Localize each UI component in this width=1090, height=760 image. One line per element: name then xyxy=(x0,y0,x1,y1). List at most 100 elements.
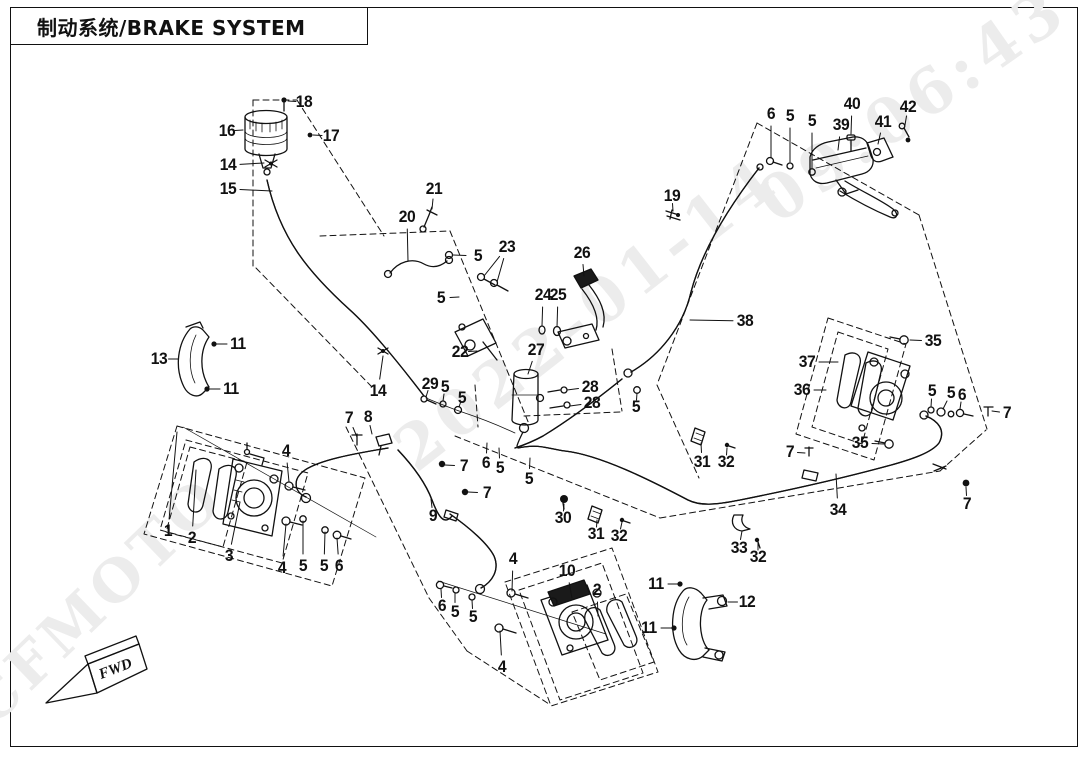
leader-line xyxy=(636,392,638,401)
part-label-6: 6 xyxy=(766,104,776,123)
watermark-time: 09:06:43 xyxy=(744,0,1081,238)
disc-guard-bracket-12 xyxy=(671,581,728,662)
part-label-5: 5 xyxy=(450,602,460,621)
part-label-34: 34 xyxy=(829,500,847,519)
part-label-38: 38 xyxy=(736,311,754,330)
part-label-14: 14 xyxy=(219,155,237,174)
part-label-7: 7 xyxy=(344,408,354,427)
part-label-5: 5 xyxy=(319,556,329,575)
part-label-5: 5 xyxy=(473,246,483,265)
leader-line xyxy=(596,519,598,528)
part-label-7: 7 xyxy=(482,483,492,502)
part-label-5: 5 xyxy=(298,556,308,575)
fwd-label: FWD xyxy=(96,656,135,684)
leader-line xyxy=(877,132,881,145)
disc-guard-bracket-13 xyxy=(177,321,217,397)
part-label-4: 4 xyxy=(508,549,518,568)
leader-line xyxy=(467,491,478,493)
leader-line xyxy=(449,296,460,298)
leader-line xyxy=(282,523,287,557)
leader-line xyxy=(700,442,702,453)
leader-line xyxy=(483,255,501,277)
leader-line xyxy=(286,462,290,483)
leader-line xyxy=(440,588,442,598)
part-label-8: 8 xyxy=(363,407,373,426)
part-label-30: 30 xyxy=(554,508,572,527)
part-label-22: 22 xyxy=(451,342,469,361)
pipe-and-fittings xyxy=(383,206,509,292)
part-label-26: 26 xyxy=(573,243,591,262)
part-label-1: 1 xyxy=(163,521,173,540)
part-label-9: 9 xyxy=(428,506,438,525)
part-label-32: 32 xyxy=(749,547,767,566)
part-label-5: 5 xyxy=(946,383,956,402)
part-label-28: 28 xyxy=(583,393,601,412)
leader-line xyxy=(471,599,473,609)
part-label-35: 35 xyxy=(924,331,942,350)
rear-master-cylinder-assembly xyxy=(454,268,605,434)
part-label-2: 2 xyxy=(592,580,602,599)
part-label-31: 31 xyxy=(693,452,711,471)
part-label-27: 27 xyxy=(527,340,545,359)
part-label-24: 24 xyxy=(534,285,552,304)
leader-line xyxy=(942,400,948,410)
part-label-5: 5 xyxy=(785,106,795,125)
part-label-4: 4 xyxy=(497,657,507,676)
part-label-37: 37 xyxy=(798,352,816,371)
part-label-7: 7 xyxy=(785,442,795,461)
rear-reservoir-assembly xyxy=(244,97,389,355)
part-label-7: 7 xyxy=(962,494,972,513)
leader-lines xyxy=(168,100,1000,656)
leader-line xyxy=(556,306,559,328)
leader-line xyxy=(529,457,531,469)
part-label-12: 12 xyxy=(738,592,756,611)
leader-line xyxy=(379,355,384,380)
front-bottom-caliper-assembly xyxy=(435,547,659,707)
part-label-39: 39 xyxy=(832,115,850,134)
leader-line xyxy=(192,469,197,527)
part-label-16: 16 xyxy=(218,121,236,140)
part-label-17: 17 xyxy=(322,126,340,145)
leader-line xyxy=(740,530,743,540)
leader-line xyxy=(965,486,967,496)
leader-line xyxy=(425,390,429,398)
leader-line xyxy=(352,427,358,438)
watermark-brand: CFMOTO xyxy=(0,463,237,738)
part-label-18: 18 xyxy=(295,92,313,111)
leader-line xyxy=(904,115,907,126)
leader-line xyxy=(230,501,241,545)
part-label-35: 35 xyxy=(851,433,869,452)
leader-line xyxy=(499,630,502,656)
leader-line xyxy=(486,442,488,454)
leader-line xyxy=(541,306,544,327)
leader-line xyxy=(726,447,728,456)
part-label-6: 6 xyxy=(334,556,344,575)
leader-line xyxy=(498,447,500,459)
front-left-caliper-assembly xyxy=(143,425,377,587)
leader-line xyxy=(239,162,265,165)
part-label-33: 33 xyxy=(730,538,748,557)
watermark: CFMOTO 2022-01-14 09:06:43 xyxy=(0,0,1081,738)
part-label-4: 4 xyxy=(281,441,291,460)
leader-line xyxy=(566,388,579,391)
leader-line xyxy=(991,410,1000,413)
leader-line xyxy=(511,570,514,592)
page-border xyxy=(10,7,1078,747)
leader-line xyxy=(837,136,841,151)
front-master-cylinder-assembly xyxy=(623,122,911,394)
leader-line xyxy=(287,100,297,102)
leader-line xyxy=(871,442,885,445)
leader-line xyxy=(430,498,433,508)
part-label-4: 4 xyxy=(277,558,287,577)
leader-line xyxy=(442,393,445,402)
leader-line xyxy=(527,360,533,375)
part-label-28: 28 xyxy=(581,377,599,396)
part-label-3: 3 xyxy=(224,546,234,565)
leader-line xyxy=(323,531,326,555)
part-label-32: 32 xyxy=(717,452,735,471)
part-label-5: 5 xyxy=(495,458,505,477)
leader-line xyxy=(909,339,922,341)
watermark-date: 2022-01-14 xyxy=(380,141,793,486)
